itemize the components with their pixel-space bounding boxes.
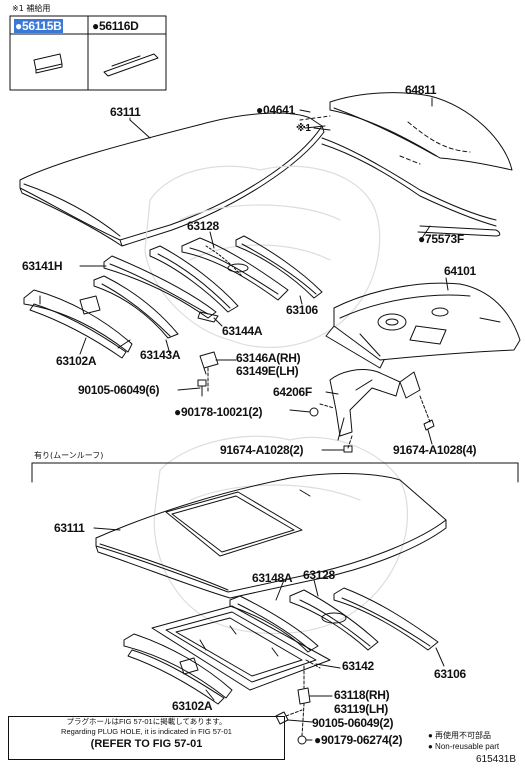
callout-91674-left[interactable]: 91674-A1028(2) [220, 443, 304, 457]
reinforcement-63141H [103, 255, 219, 323]
callout-63149E[interactable]: 63149E(LH) [236, 364, 299, 378]
rail-63106-top [235, 235, 323, 299]
callout-mark1: ※1 [296, 123, 311, 134]
callout-63106-bottom[interactable]: 63106 [434, 667, 466, 681]
supply-part-box-b [87, 15, 167, 91]
note-line-jp: プラグホールはFIG 57-01に掲載してあります。 [66, 717, 227, 726]
callout-90105-bottom[interactable]: 90105-06049(2) [312, 716, 394, 730]
callout-64101[interactable]: 64101 [444, 264, 476, 278]
header-63102A-bottom [123, 633, 233, 705]
note-line-en: Regarding PLUG HOLE, it is indicated in … [61, 727, 232, 736]
reinforcement-63128-top [181, 237, 289, 301]
back-window-64811 [299, 92, 513, 237]
callout-75573F[interactable]: ●75573F [418, 232, 464, 246]
leader-lines [79, 97, 449, 741]
callout-63119[interactable]: 63119(LH) [334, 702, 388, 716]
part-56115B[interactable]: ●56115B [14, 19, 63, 33]
package-tray-64101 [325, 282, 521, 369]
bow-63144A [149, 245, 239, 313]
callout-90179[interactable]: ●90179-06274(2) [314, 733, 403, 747]
header-63102A-top [23, 289, 133, 359]
callout-63111-top[interactable]: 63111 [110, 105, 141, 119]
legend-non-reusable-en: ● Non-reusable part [428, 742, 500, 751]
callout-63102A-top[interactable]: 63102A [56, 354, 97, 368]
plug-hole-note: プラグホールはFIG 57-01に掲載してあります。 Regarding PLU… [8, 716, 285, 760]
callout-63128-bottom[interactable]: 63128 [303, 568, 335, 582]
brace-64206F [319, 369, 431, 449]
callout-63102A-bottom[interactable]: 63102A [172, 699, 213, 713]
note-reference-link[interactable]: (REFER TO FIG 57-01 [90, 738, 203, 750]
reinforcement-63128-bottom [289, 589, 379, 651]
callout-90178[interactable]: ●90178-10021(2) [174, 405, 263, 419]
bow-63148A [229, 595, 319, 653]
callout-90105-top[interactable]: 90105-06049(6) [78, 383, 160, 397]
bracket-63118 [297, 665, 311, 705]
section-moonroof-label: 有り(ムーンルーフ) [34, 451, 104, 460]
moonroof-frame-63142 [151, 605, 331, 691]
callout-63146A[interactable]: 63146A(RH) [236, 351, 301, 365]
callout-63106-top[interactable]: 63106 [286, 303, 318, 317]
rail-63106-bottom [333, 587, 439, 651]
supply-note: ※1 補給用 [12, 4, 51, 13]
bracket-63146A [199, 351, 219, 393]
legend-non-reusable-jp: ● 再使用不可部品 [428, 731, 492, 740]
callout-63148A[interactable]: 63148A [252, 571, 293, 585]
callout-04641[interactable]: ●04641 [256, 103, 295, 117]
callout-63141H[interactable]: 63141H [22, 259, 63, 273]
bolt-90105-top [197, 379, 207, 397]
callout-63143A[interactable]: 63143A [140, 348, 181, 362]
callout-63144A[interactable]: 63144A [222, 324, 263, 338]
figure-id: 615431B [476, 754, 517, 765]
watermark [144, 165, 408, 635]
callout-91674-right[interactable]: 91674-A1028(4) [393, 443, 477, 457]
bolt-91674-right [423, 419, 435, 431]
nut-90178 [309, 407, 319, 417]
callout-64206F[interactable]: 64206F [273, 385, 312, 399]
callout-63142[interactable]: 63142 [342, 659, 374, 673]
callout-63118[interactable]: 63118(RH) [334, 688, 390, 702]
bow-63143A [93, 275, 179, 339]
part-56115B-text: ●56115B [14, 19, 63, 33]
section-divider [31, 462, 519, 483]
part-56116D[interactable]: ●56116D [92, 19, 139, 33]
roof-panel-63111-moonroof [95, 473, 447, 599]
callout-64811[interactable]: 64811 [405, 83, 437, 97]
callout-63111-bottom[interactable]: 63111 [54, 521, 85, 535]
callout-63128-top[interactable]: 63128 [187, 219, 219, 233]
